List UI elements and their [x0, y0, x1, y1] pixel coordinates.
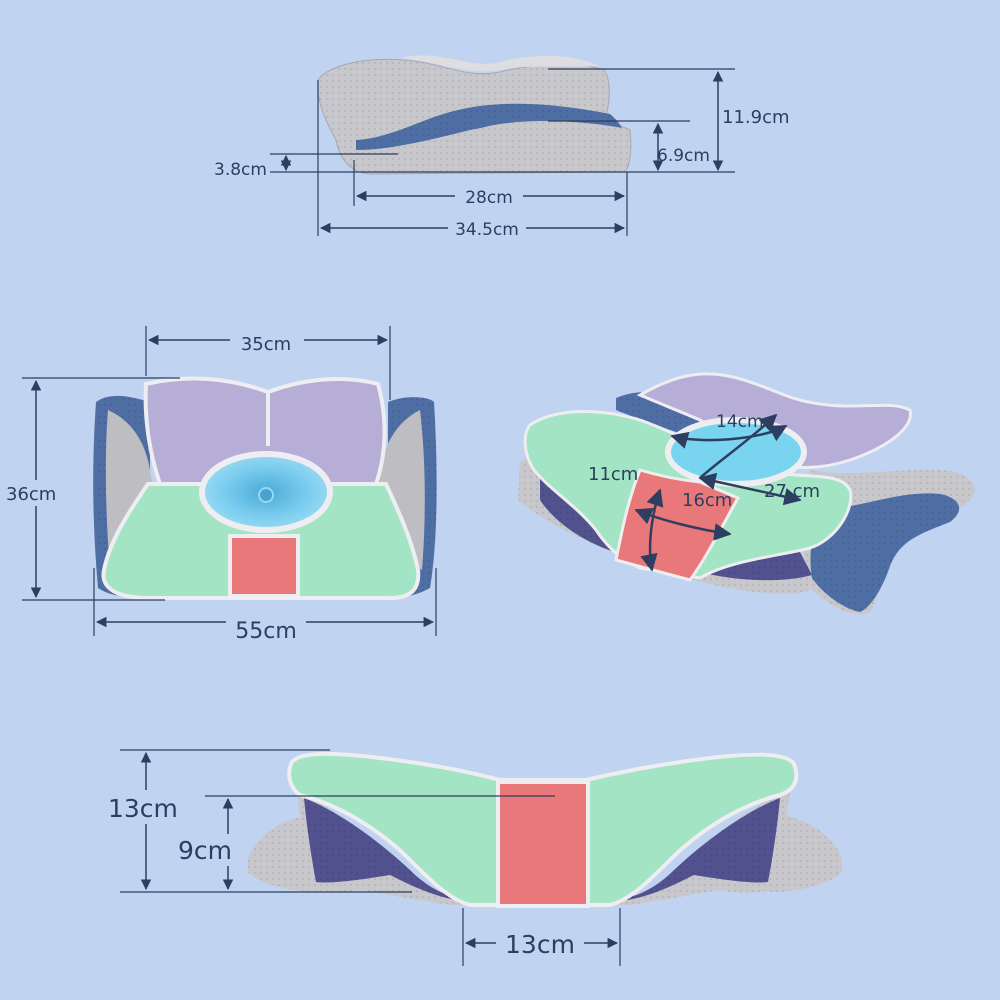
persp-span-label: 27 cm — [764, 481, 820, 502]
side-total-height-label: 11.9cm — [722, 107, 790, 128]
front-channel-width-label: 13cm — [505, 930, 575, 959]
persp-oval-width-label: 14cm — [716, 412, 764, 432]
persp-cross-label: 16cm — [682, 490, 732, 511]
side-base-length-label: 28cm — [465, 188, 513, 208]
top-total-width-label: 55cm — [235, 619, 297, 644]
front-center-height-label: 9cm — [178, 836, 232, 865]
side-total-length-label: 34.5cm — [455, 220, 519, 240]
top-view-pillow — [93, 376, 437, 600]
top-depth-label: 36cm — [6, 484, 56, 505]
perspective-view-pillow — [518, 372, 975, 614]
front-total-height-label: 13cm — [108, 794, 178, 823]
front-view-pillow — [248, 751, 842, 908]
top-inner-width-label: 35cm — [241, 334, 291, 355]
perspective-view-dimension-lines — [634, 413, 802, 572]
persp-neck-width-label: 11cm — [588, 464, 638, 485]
side-low-height-label: 6.9cm — [657, 146, 710, 166]
side-view-dimension-lines — [270, 68, 735, 238]
side-view-pillow — [317, 55, 632, 175]
side-groove-depth-label: 3.8cm — [214, 160, 267, 180]
front-view-dimension-lines — [106, 749, 621, 966]
top-view-dimension-lines — [20, 326, 437, 636]
